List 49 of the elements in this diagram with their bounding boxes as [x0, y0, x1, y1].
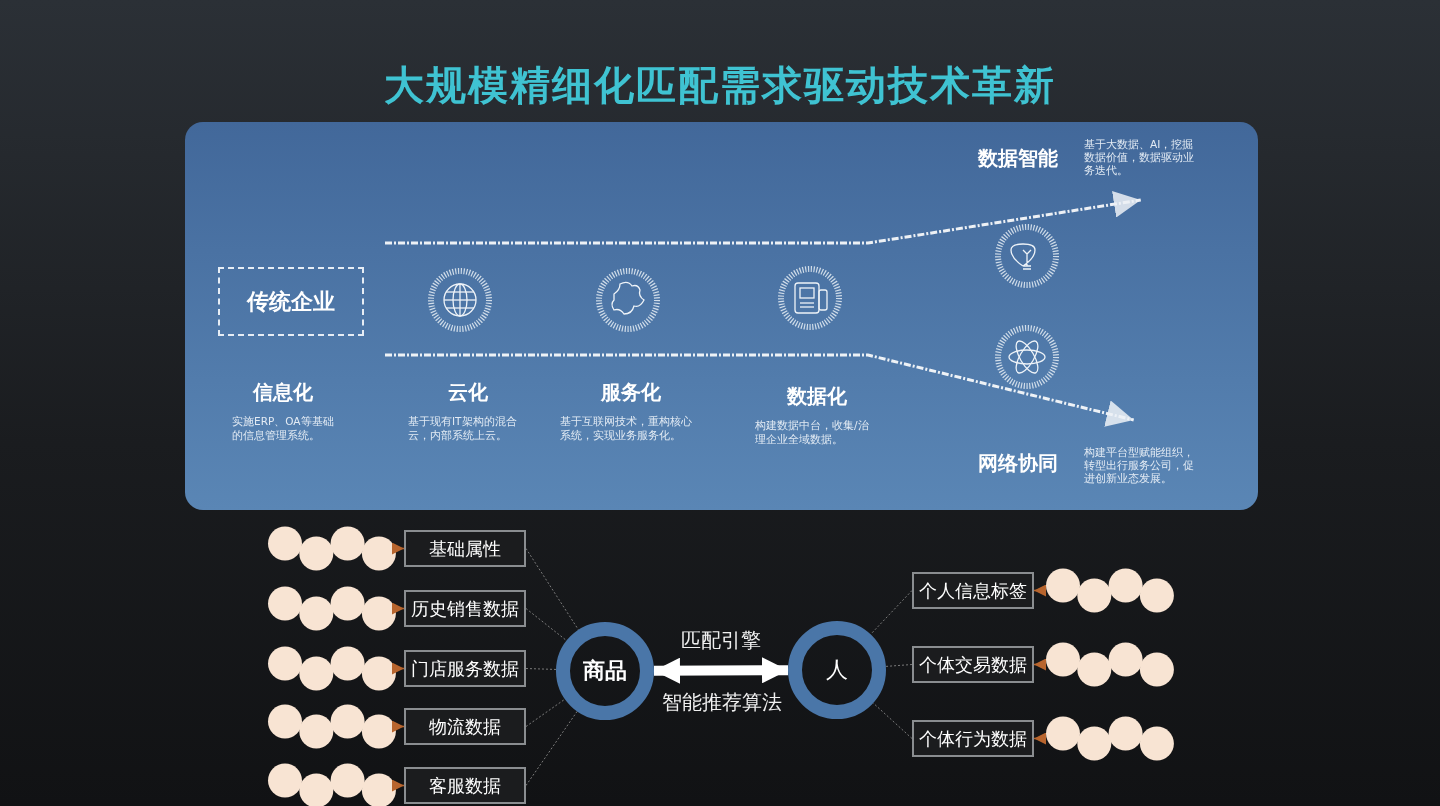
- bead-cluster: [1046, 642, 1174, 687]
- connector-line: [870, 590, 913, 635]
- title: 大规模精细化匹配需求驱动技术革新: [383, 61, 1057, 110]
- arrow: [392, 662, 405, 675]
- connector-line: [885, 664, 913, 667]
- ring-circle: 商品: [556, 622, 654, 720]
- bead-cluster: [268, 526, 396, 571]
- arrow: [1033, 658, 1047, 671]
- chalk-arrow: [385, 353, 1135, 427]
- bead-cluster: [268, 763, 396, 806]
- data-box: 个体行为数据: [912, 720, 1034, 757]
- connector-line: [525, 710, 578, 786]
- arrow: [392, 779, 405, 792]
- data-box: 基础属性: [404, 530, 526, 567]
- arrow: [392, 542, 405, 555]
- bead-cluster: [1046, 716, 1174, 761]
- chalk-arrow: [385, 190, 1141, 245]
- stage-title: 网络协同: [978, 450, 1058, 476]
- data-box: 门店服务数据: [404, 650, 526, 687]
- arrow: [1033, 732, 1047, 745]
- stage-description: 基于现有IT架构的混合云，内部系统上云。: [408, 414, 518, 442]
- data-box: 个人信息标签: [912, 572, 1034, 609]
- bead-cluster: [268, 704, 396, 749]
- stage-title: 信息化: [252, 379, 314, 406]
- bead-cluster: [1046, 568, 1174, 613]
- connector-line: [872, 702, 913, 739]
- algorithm-label: 智能推荐算法: [661, 689, 783, 716]
- bead-cluster: [268, 646, 396, 691]
- bead-cluster: [268, 586, 396, 631]
- dashed-box: 传统企业: [218, 267, 364, 336]
- stage-description: 基于互联网技术，重构核心系统，实现业务服务化。: [560, 414, 693, 442]
- stage-description: 构建平台型赋能组织，转型出行服务公司，促进创新业态发展。: [1084, 446, 1195, 485]
- stage-title: 云化: [447, 379, 489, 406]
- data-box: 物流数据: [404, 708, 526, 745]
- arrow: [392, 602, 405, 615]
- stage-description: 构建数据中台，收集/治理企业全域数据。: [755, 418, 870, 446]
- arrow: [654, 657, 788, 684]
- stage-title: 数据化: [786, 383, 848, 410]
- arrow: [392, 720, 405, 733]
- stage-title: 数据智能: [978, 145, 1058, 171]
- data-box: 历史销售数据: [404, 590, 526, 627]
- stage-description: 实施ERP、OA等基础的信息管理系统。: [232, 414, 334, 442]
- stage-description: 基于大数据、AI，挖掘数据价值，数据驱动业务迭代。: [1084, 138, 1195, 177]
- ring-circle: 人: [788, 621, 886, 719]
- stage-title: 服务化: [599, 379, 662, 406]
- data-box: 客服数据: [404, 767, 526, 804]
- data-box: 个体交易数据: [912, 646, 1034, 683]
- edge-label: 匹配引擎: [680, 626, 762, 654]
- arrow: [1033, 584, 1047, 597]
